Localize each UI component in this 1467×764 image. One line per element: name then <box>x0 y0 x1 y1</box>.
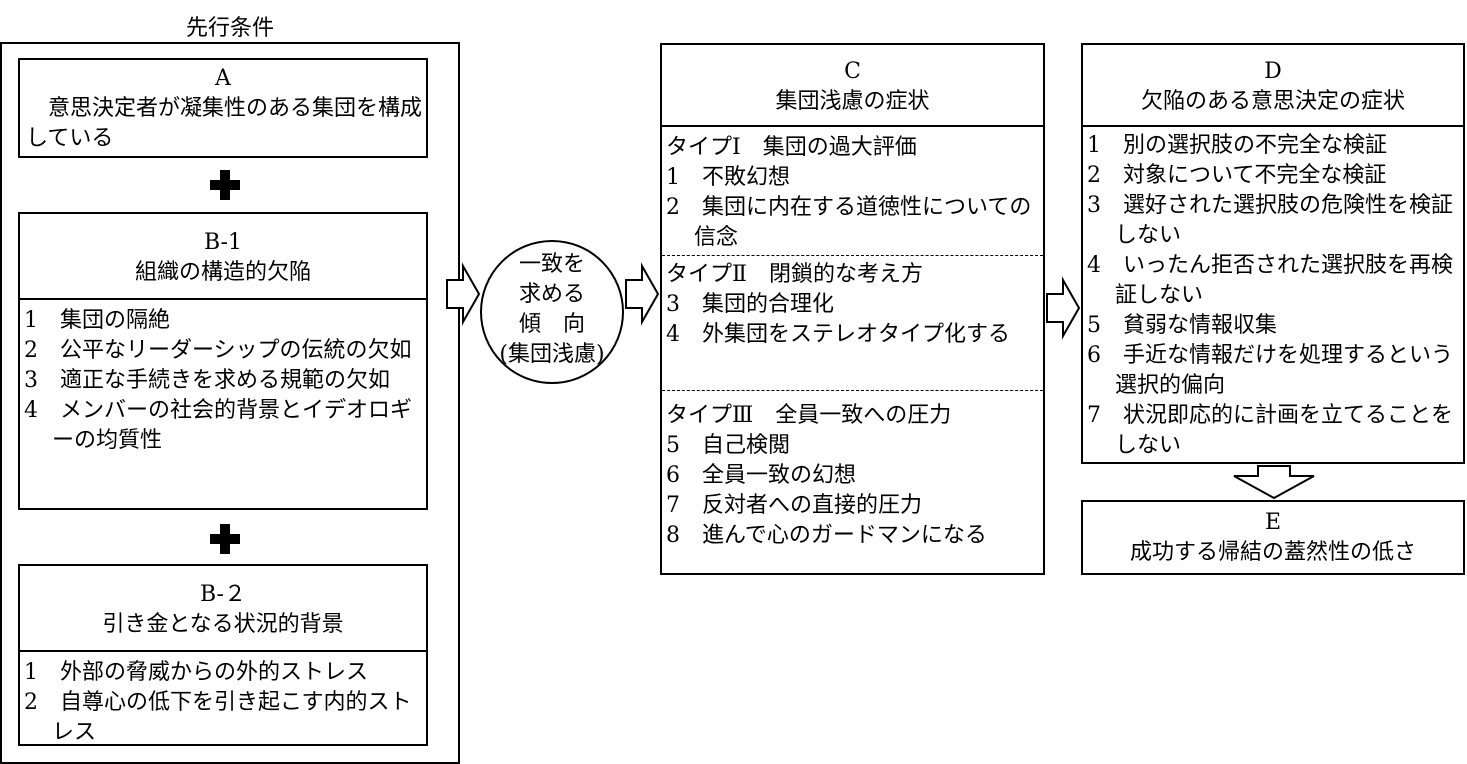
box-a: A 意思決定者が凝集性のある集団を構成している <box>18 58 428 158</box>
type-section: タイプⅠ 集団の過大評価 1 不敗幻想 2 集団に内在する道徳性についての信念 <box>662 127 1043 250</box>
list-item: 3 適正な手続きを求める規範の欠如 <box>24 368 390 393</box>
box-b1-letter: B-1 <box>203 230 242 255</box>
list-item: 1 集団の隔絶 <box>24 308 170 333</box>
antecedents-title: 先行条件 <box>185 16 274 41</box>
list-item: 2 集団に内在する道徳性についての信念 <box>666 195 1032 250</box>
tendency-line: (集団浅慮) <box>499 342 605 367</box>
tendency-line: 求める <box>518 282 585 307</box>
box-b2-title: 引き金となる状況的背景 <box>102 612 344 637</box>
list-item: 7 反対者への直接的圧力 <box>666 493 922 518</box>
list-item: 1 不敗幻想 <box>666 165 790 190</box>
box-a-text: 意思決定者が凝集性のある集団を構成している <box>26 96 423 151</box>
list-item: 4 外集団をステレオタイプ化する <box>666 322 1010 347</box>
box-e-title: 成功する帰結の蓋然性の低さ <box>1129 540 1416 565</box>
plus-icon <box>210 524 240 554</box>
arrow-right-icon <box>446 262 481 326</box>
box-e-letter: E <box>1264 510 1282 535</box>
plus-icon <box>210 170 240 200</box>
list-item: 1 別の選択肢の不完全な検証 <box>1087 133 1387 158</box>
list-item: 7 状況即応的に計画を立てることをしない <box>1087 403 1453 458</box>
tendency-circle: 一致を 求める 傾 向 (集団浅慮) <box>480 240 624 384</box>
list-item: 1 外部の脅威からの外的ストレス <box>24 660 368 685</box>
box-d-title: 欠陥のある意思決定の症状 <box>1140 89 1405 114</box>
box-b1-title: 組織の構造的欠陥 <box>134 260 311 285</box>
tendency-line: 一致を <box>518 252 585 277</box>
box-d: D 欠陥のある意思決定の症状 1 別の選択肢の不完全な検証 2 対象について不完… <box>1081 43 1465 464</box>
list-item: 2 対象について不完全な検証 <box>1087 163 1387 188</box>
list-item: 4 メンバーの社会的背景とイデオロギーの均質性 <box>24 398 412 453</box>
arrow-right-icon <box>1046 276 1081 340</box>
type-section: タイプⅢ 全員一致への圧力 5 自己検閲 6 全員一致の幻想 7 反対者への直接… <box>662 391 1043 551</box>
box-c-letter: C <box>844 59 861 84</box>
type-label: タイプⅡ 閉鎖的な考え方 <box>666 262 923 287</box>
list-item: 3 集団的合理化 <box>666 292 834 317</box>
arrow-right-icon <box>625 262 660 326</box>
list-item: 8 進んで心のガードマンになる <box>666 523 987 548</box>
list-item: 2 自尊心の低下を引き起こす内的ストレス <box>24 690 412 745</box>
list-item: 6 手近な情報だけを処理するという選択的偏向 <box>1087 343 1453 398</box>
tendency-line: 傾 向 <box>518 312 585 337</box>
box-e: E 成功する帰結の蓋然性の低さ <box>1081 500 1465 575</box>
box-a-letter: A <box>215 66 231 91</box>
list-item: 5 自己検閲 <box>666 433 790 458</box>
arrow-down-icon <box>1233 465 1315 500</box>
list-item: 5 貧弱な情報収集 <box>1087 313 1277 338</box>
type-section: タイプⅡ 閉鎖的な考え方 3 集団的合理化 4 外集団をステレオタイプ化する <box>662 256 1043 390</box>
type-label: タイプⅢ 全員一致への圧力 <box>666 403 952 428</box>
box-b1: B-1 組織の構造的欠陥 1 集団の隔絶 2 公平なリーダーシップの伝統の欠如 … <box>18 212 428 510</box>
list-item: 4 いったん拒否された選択肢を再検証しない <box>1087 253 1453 308</box>
box-b2: B-２ 引き金となる状況的背景 1 外部の脅威からの外的ストレス 2 自尊心の低… <box>18 564 428 746</box>
box-b2-letter: B-２ <box>199 582 246 607</box>
type-label: タイプⅠ 集団の過大評価 <box>666 135 917 160</box>
list-item: 2 公平なリーダーシップの伝統の欠如 <box>24 338 412 363</box>
list-item: 6 全員一致の幻想 <box>666 463 856 488</box>
box-d-letter: D <box>1264 59 1282 84</box>
box-c-title: 集団浅慮の症状 <box>775 89 930 114</box>
list-item: 3 選好された選択肢の危険性を検証しない <box>1087 193 1453 248</box>
box-c: C 集団浅慮の症状 タイプⅠ 集団の過大評価 1 不敗幻想 2 集団に内在する道… <box>660 43 1045 575</box>
